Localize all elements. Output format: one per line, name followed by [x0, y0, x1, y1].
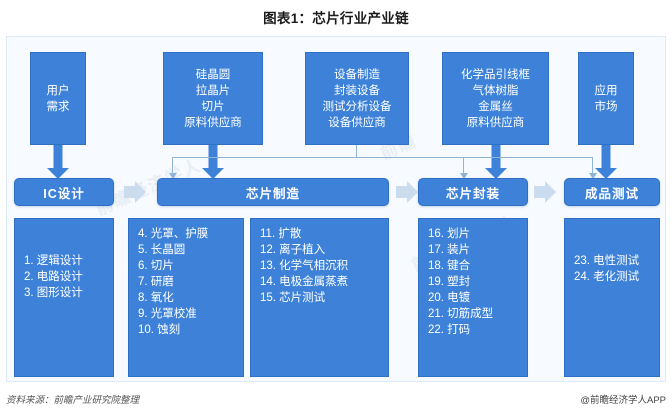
chevron-right-icon-1 [124, 181, 147, 203]
chevron-right-icon-2 [396, 181, 419, 203]
connector-line-to-package [463, 157, 464, 177]
connector-line-to-final-test [592, 157, 593, 177]
footer: 资料来源：前瞻产业研究院整理 @前瞻经济学人APP [6, 392, 666, 406]
detail-box-manufacture-steps-a: 4. 光罩、护膜 5. 长晶圆 6. 切片 7. 研磨 8. 氧化 9. 光罩校… [128, 218, 244, 377]
detail-box-package-steps: 16. 划片 17. 装片 18. 键合 19. 塑封 20. 电镀 21. 切… [418, 218, 528, 377]
down-arrow-icon-material-to-package [484, 145, 508, 179]
supply-box-user-demand: 用户 需求 [30, 52, 86, 145]
down-arrow-icon-wafer-to-manufacture [201, 145, 225, 179]
supply-box-application-market: 应用 市场 [578, 52, 634, 145]
down-arrow-icon-market-to-test [594, 145, 618, 179]
detail-box-design-steps: 1. 逻辑设计 2. 电路设计 3. 图形设计 [14, 218, 114, 377]
page-title: 图表1：芯片行业产业链 [263, 11, 409, 26]
supply-box-equipment-supply: 设备制造 封装设备 测试分析设备 设备供应商 [305, 52, 409, 145]
connector-line-equipment-bus [172, 157, 592, 158]
supply-box-material-supply: 化学品引线框 气体树脂 金属丝 原料供应商 [442, 52, 549, 145]
connector-line-to-manufacture [172, 157, 173, 177]
source-note: 资料来源：前瞻产业研究院整理 [6, 395, 140, 406]
chevron-right-icon-3 [534, 181, 557, 203]
arrow-head-icon-to-package [460, 173, 468, 179]
brand-note: @前瞻经济学人APP [580, 395, 666, 406]
process-stage-final-test[interactable]: 成品测试 [564, 178, 660, 206]
process-stage-ic-design[interactable]: IC设计 [14, 178, 114, 206]
supply-box-wafer-supply: 硅晶圆 拉晶片 切片 原料供应商 [163, 52, 263, 145]
detail-box-test-steps: 23. 电性测试 24. 老化测试 [564, 218, 660, 377]
arrow-head-icon-to-final-test [589, 173, 597, 179]
arrow-head-icon-to-manufacture [169, 173, 177, 179]
process-stage-chip-manufacture[interactable]: 芯片制造 [157, 178, 389, 206]
down-arrow-icon-user-to-design [46, 145, 70, 179]
process-stage-chip-package[interactable]: 芯片封装 [418, 178, 528, 206]
detail-box-manufacture-steps-b: 11. 扩散 12. 离子植入 13. 化学气相沉积 14. 电极金属蒸煮 15… [250, 218, 389, 377]
connector-line-equipment-stem [356, 145, 357, 157]
